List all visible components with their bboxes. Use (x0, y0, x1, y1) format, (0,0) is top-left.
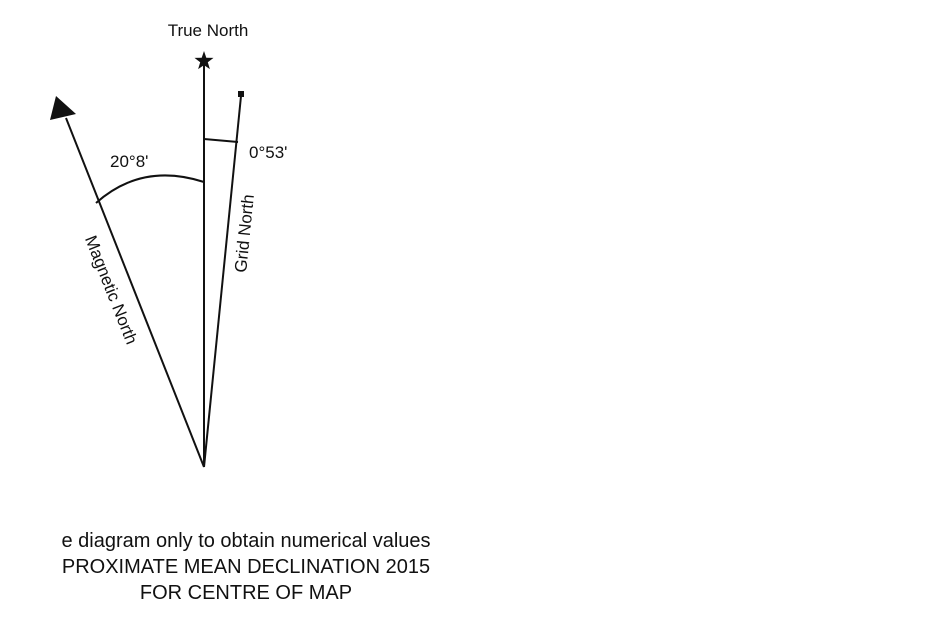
star-icon (194, 51, 214, 70)
caption-map-centre: FOR CENTRE OF MAP (139, 582, 353, 604)
magnetic-north-line (65, 117, 205, 468)
caption-declination-title: PROXIMATE MEAN DECLINATION 2015 (61, 556, 431, 578)
magnetic-north-label: Magnetic North (81, 233, 141, 347)
grid-angle-label: 0°53ʹ (249, 143, 287, 162)
magnetic-angle-label: 20°8ʹ (110, 152, 148, 171)
arrowhead-icon (50, 96, 76, 120)
square-icon (238, 91, 244, 97)
caption-instruction: e diagram only to obtain numerical value… (61, 530, 431, 552)
grid-convergence-tick (203, 138, 239, 143)
true-north-label: True North (168, 21, 249, 40)
grid-north-label: Grid North (231, 193, 258, 273)
magnetic-declination-arc (95, 174, 205, 204)
grid-north-line (203, 95, 242, 468)
